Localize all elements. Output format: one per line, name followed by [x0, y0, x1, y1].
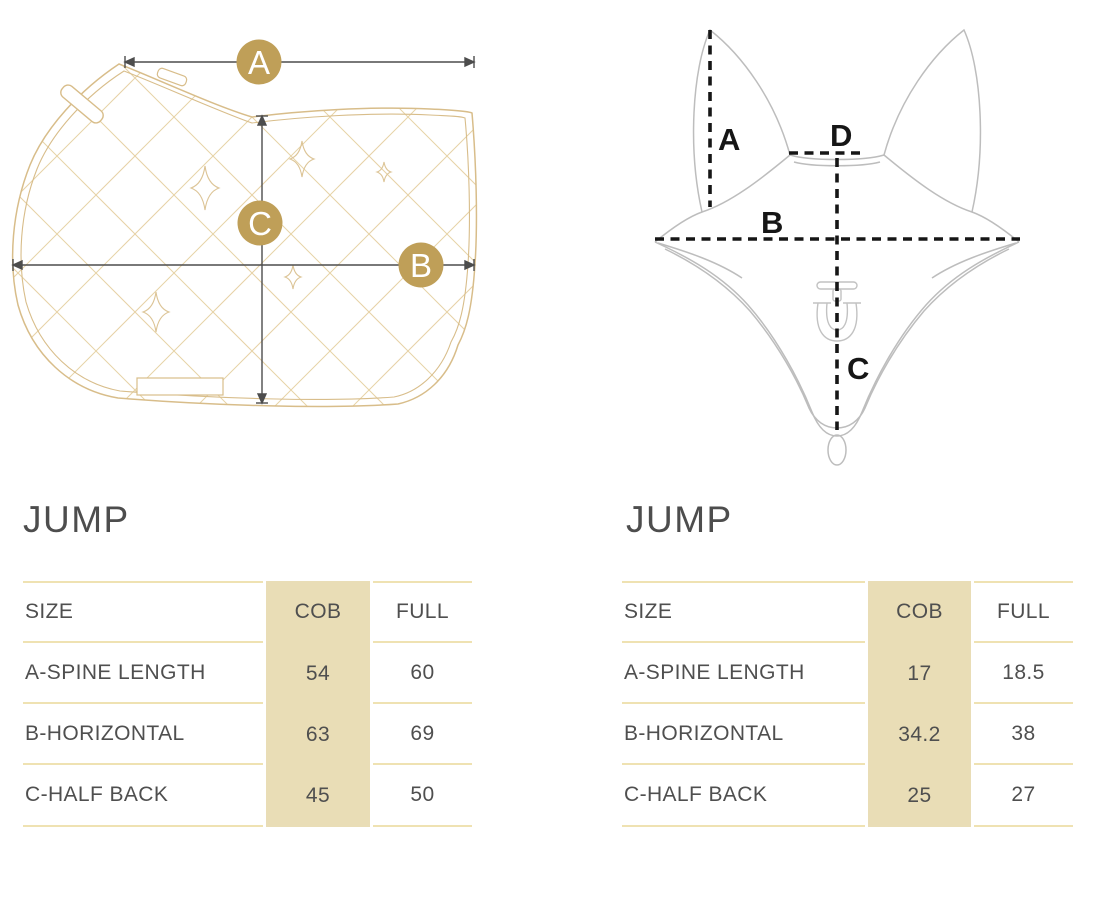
row-label: A-SPINE LENGTH [622, 643, 865, 704]
column-header-size: SIZE [23, 581, 263, 643]
sparkle-icon [283, 264, 303, 290]
sparkle-icon [141, 291, 171, 333]
bonnet-diagram: A D B C [654, 28, 1020, 466]
column-header-full: FULL [373, 581, 472, 643]
cob-value: 17 [868, 643, 971, 704]
row-label: B-HORIZONTAL [23, 704, 263, 765]
sparkle-icon [375, 161, 393, 183]
bonnet-label-b: B [761, 205, 783, 240]
measure-badge-b: B [398, 242, 444, 288]
full-value: 69 [373, 704, 472, 765]
sparkle-icon [189, 165, 221, 211]
cob-value: 25 [868, 765, 971, 827]
column-header-size: SIZE [622, 581, 865, 643]
ear-right [883, 28, 982, 213]
badge-letter-a: A [248, 44, 270, 81]
girth-strap [60, 84, 104, 124]
row-label: C-HALF BACK [23, 765, 263, 827]
bonnet-label-d: D [830, 118, 852, 153]
measure-line-c [256, 114, 268, 405]
right-size-table: SIZE COB FULL A-SPINE LENGTH 17 18.5 B-H… [622, 581, 1073, 827]
strap-keeper [156, 67, 188, 87]
measure-badge-a: A [236, 39, 282, 85]
cob-value: 34.2 [868, 704, 971, 765]
sparkle-icon [288, 140, 316, 178]
column-header-full: FULL [974, 581, 1073, 643]
column-header-cob: COB [266, 581, 370, 643]
full-value: 50 [373, 765, 472, 827]
badge-letter-c: C [248, 205, 272, 242]
row-label: A-SPINE LENGTH [23, 643, 263, 704]
saddle-pad-diagram: A C B [11, 39, 478, 408]
cob-value: 63 [266, 704, 370, 765]
badge-letter-b: B [410, 247, 432, 284]
row-label: C-HALF BACK [622, 765, 865, 827]
full-value: 18.5 [974, 643, 1073, 704]
bonnet-measure-lines [655, 30, 1020, 430]
measure-line-a [123, 56, 476, 68]
sparkle-icons [141, 140, 393, 333]
label-patch [136, 377, 224, 396]
cob-value: 54 [266, 643, 370, 704]
right-section-title: JUMP [626, 499, 733, 540]
measure-lines [11, 56, 476, 405]
row-label: B-HORIZONTAL [622, 704, 865, 765]
cob-value: 45 [266, 765, 370, 827]
bonnet-label-a: A [718, 122, 740, 157]
full-value: 27 [974, 765, 1073, 827]
ear-left [692, 28, 791, 213]
column-header-cob: COB [868, 581, 971, 643]
full-value: 60 [373, 643, 472, 704]
full-value: 38 [974, 704, 1073, 765]
bonnet-label-c: C [847, 351, 869, 386]
left-section-title: JUMP [23, 499, 130, 540]
left-size-table: SIZE COB FULL A-SPINE LENGTH 54 60 B-HOR… [23, 581, 472, 827]
measure-line-b [11, 259, 476, 271]
measure-badge-c: C [237, 200, 283, 246]
